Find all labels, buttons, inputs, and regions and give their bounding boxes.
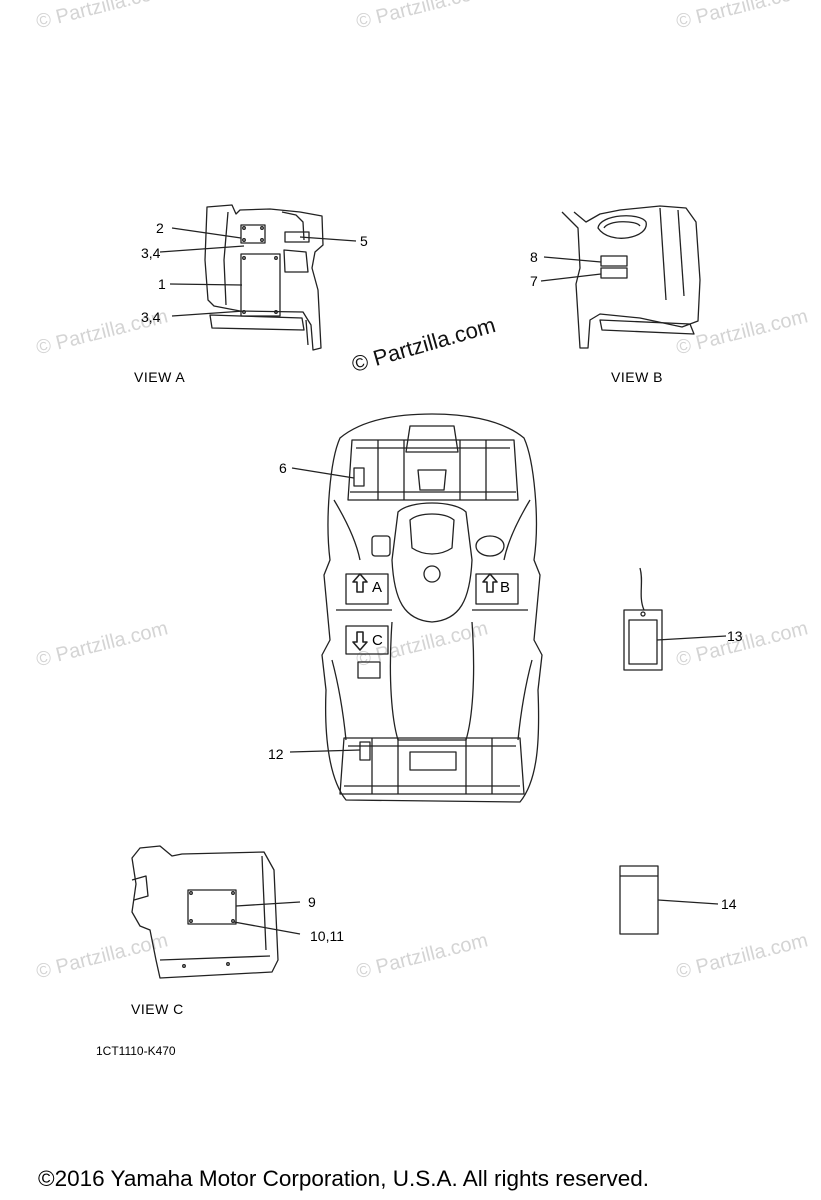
callout-3-4-lower: 3,4 [141, 309, 161, 325]
callout-8: 8 [530, 249, 538, 265]
view-a-label: VIEW A [134, 369, 186, 385]
callout-13: 13 [727, 628, 743, 644]
arrow-label-a: A [372, 579, 383, 596]
callout-3-4-upper: 3,4 [141, 245, 161, 261]
callout-10-11: 10,11 [310, 928, 344, 944]
callout-1: 1 [158, 276, 166, 292]
callout-5: 5 [360, 233, 368, 249]
diagram-code: 1CT1110-K470 [96, 1044, 176, 1058]
atv-top-view [289, 413, 543, 803]
label-sheet-14 [619, 865, 719, 935]
view-b-label: VIEW B [611, 369, 664, 385]
arrow-label-b: B [500, 579, 511, 596]
callout-12: 12 [268, 746, 284, 762]
copyright-footer: ©2016 Yamaha Motor Corporation, U.S.A. A… [38, 1166, 650, 1191]
view-c-label: VIEW C [131, 1001, 184, 1017]
callout-6: 6 [279, 460, 287, 476]
callout-14: 14 [721, 896, 737, 912]
callout-9: 9 [308, 894, 316, 910]
view-c-drawing [131, 845, 301, 979]
hang-tag-13 [623, 567, 727, 671]
callout-2: 2 [156, 220, 164, 236]
view-a-drawing [159, 204, 357, 351]
callout-7: 7 [530, 273, 538, 289]
arrow-label-c: C [372, 632, 383, 649]
view-b-drawing [540, 205, 701, 349]
